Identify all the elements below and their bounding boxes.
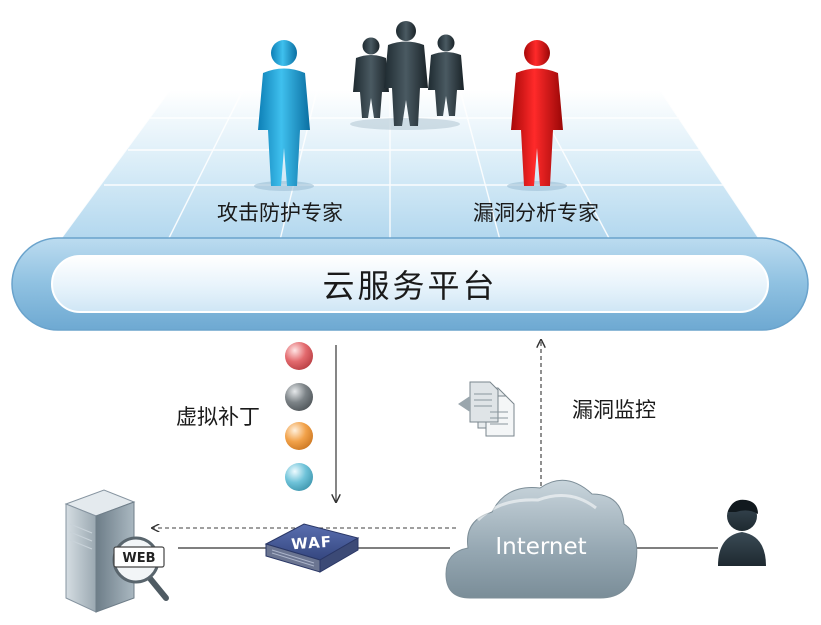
waf-device-icon: WAF (264, 523, 360, 573)
team-person-center-icon (384, 21, 428, 126)
network-links (152, 528, 718, 549)
waf-label: WAF (291, 533, 333, 554)
monitor-documents-icon (458, 381, 515, 437)
cloud-platform-band: 云服务平台 (11, 237, 809, 331)
patch-dot-orange-icon (285, 422, 313, 450)
end-user-icon (718, 499, 766, 566)
patch-dot-cyan-icon (285, 463, 313, 491)
expert-team (350, 21, 464, 130)
attack-expert-label: 攻击防护专家 (217, 201, 343, 225)
team-person-right-icon (428, 34, 464, 116)
virtual-patch-label: 虚拟补丁 (176, 405, 260, 429)
web-magnifier-icon: WEB (112, 536, 169, 601)
web-badge-label: WEB (122, 551, 155, 566)
internet-cloud-icon: Internet (445, 479, 638, 599)
patch-dot-gray-icon (285, 383, 313, 411)
internet-label: Internet (495, 534, 586, 560)
vuln-monitor-label: 漏洞监控 (572, 398, 656, 422)
expert-floor (59, 89, 761, 241)
patch-dot-red-icon (285, 342, 313, 370)
patch-dots (285, 342, 313, 491)
attack-expert-figure-icon (254, 40, 314, 191)
server-tower-icon (64, 489, 136, 613)
vuln-expert-label: 漏洞分析专家 (473, 201, 599, 225)
web-server: WEB (64, 489, 169, 613)
team-person-left-icon (353, 37, 389, 118)
cloud-platform-label: 云服务平台 (322, 267, 497, 305)
vuln-expert-figure-icon (507, 40, 567, 191)
